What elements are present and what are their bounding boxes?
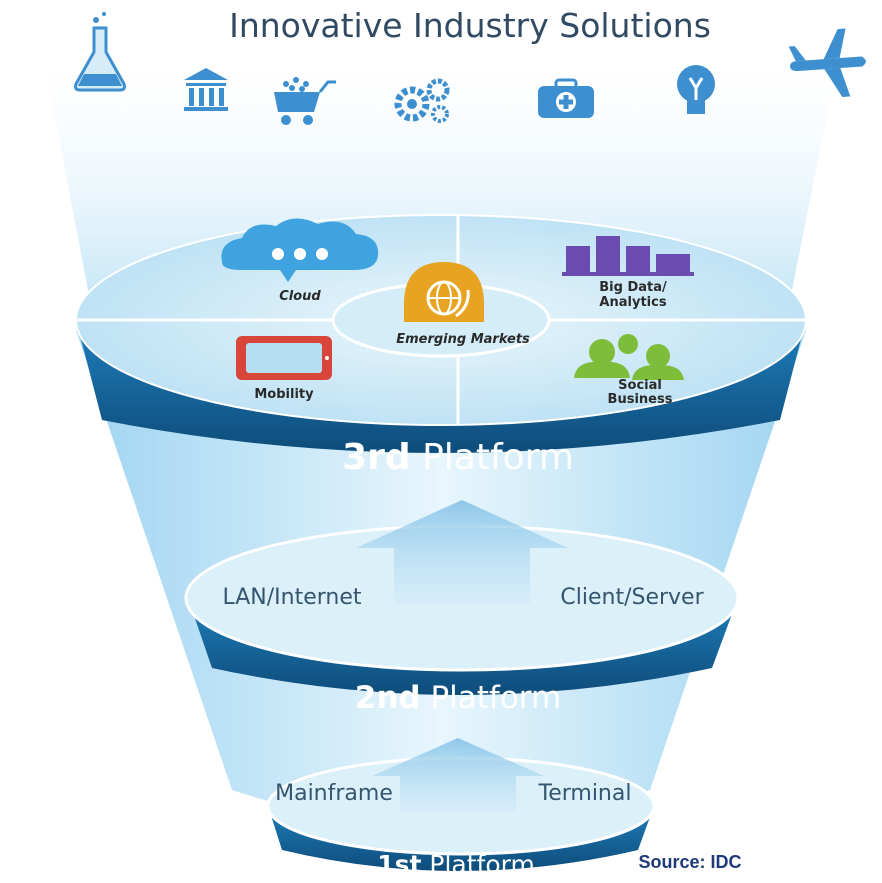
- lightbulb-icon: [677, 65, 715, 114]
- terminal-label: Terminal: [538, 781, 632, 806]
- globe-icon: [404, 262, 484, 322]
- big-data-label-line2: Analytics: [599, 295, 666, 310]
- social-label-line2: Business: [608, 392, 673, 407]
- third-platform-label: 3rd Platform: [342, 437, 574, 478]
- mobility-label: Mobility: [254, 387, 314, 402]
- mainframe-label: Mainframe: [275, 781, 393, 806]
- first-platform-label: 1st Platform: [377, 850, 535, 879]
- people-icon: [574, 334, 684, 380]
- big-data-label-line1: Big Data/: [599, 280, 667, 295]
- shopping-cart-icon: [274, 77, 336, 125]
- social-label-line1: Social: [618, 378, 662, 393]
- lan-internet-label: LAN/Internet: [222, 585, 361, 610]
- second-platform-label: 2nd Platform: [355, 680, 561, 716]
- cloud-label: Cloud: [279, 289, 321, 304]
- mobile-device-icon: [236, 336, 332, 380]
- bar-chart-icon: [562, 236, 694, 276]
- source-credit: Source: IDC: [638, 852, 741, 872]
- upgrade-arrow-lower: [372, 738, 544, 812]
- upgrade-arrow-upper: [356, 500, 568, 604]
- emerging-markets-label: Emerging Markets: [396, 332, 530, 347]
- gears-icon: [394, 78, 450, 123]
- diagram-title: Innovative Industry Solutions: [229, 6, 711, 45]
- cloud-icon: [221, 218, 379, 282]
- client-server-label: Client/Server: [560, 585, 704, 610]
- flask-icon: [74, 12, 126, 92]
- bank-icon: [184, 68, 228, 111]
- airplane-icon: [788, 28, 866, 97]
- medical-kit-icon: [538, 78, 594, 118]
